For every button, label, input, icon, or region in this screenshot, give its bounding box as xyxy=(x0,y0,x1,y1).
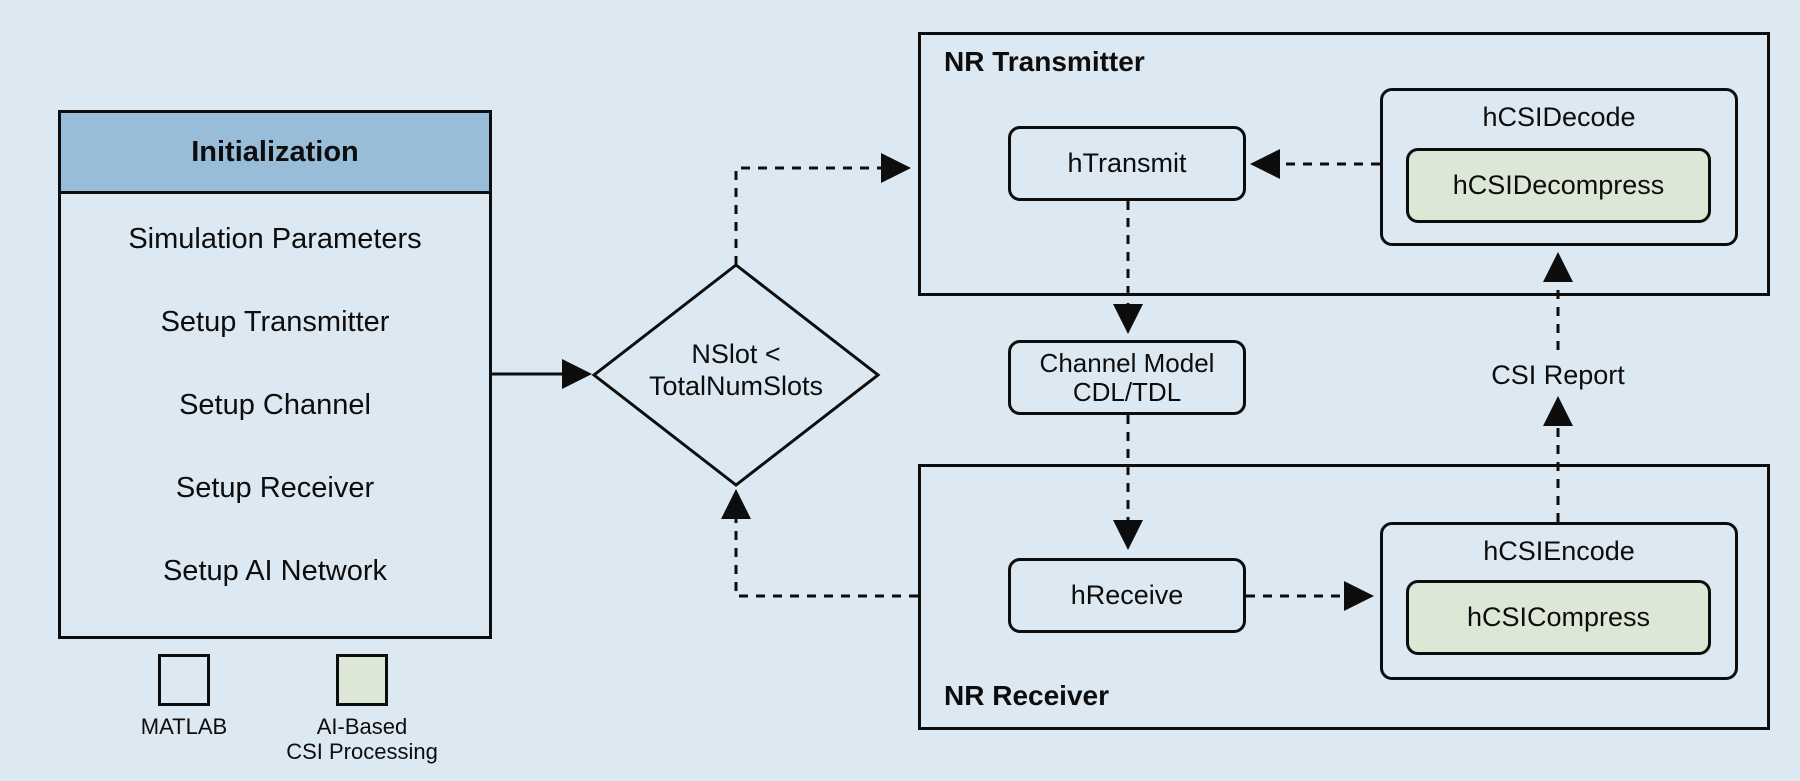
decision-diamond xyxy=(591,263,881,487)
legend-ai-label: AI-Based CSI Processing xyxy=(272,714,452,765)
channel-model-line2: CDL/TDL xyxy=(1072,376,1182,407)
hreceive-block: hReceive xyxy=(1008,558,1246,633)
init-item-simulation-parameters: Simulation Parameters xyxy=(128,223,422,255)
htransmit-block: hTransmit xyxy=(1008,126,1246,201)
legend-ai-swatch xyxy=(336,654,388,706)
decision-label-line1: NSlot < xyxy=(691,339,781,369)
decision-label-line2: TotalNumSlots xyxy=(648,371,824,402)
decision-label: NSlot < TotalNumSlots xyxy=(606,338,866,403)
hcsidecompress-block: hCSIDecompress xyxy=(1406,148,1711,223)
channel-model-line1: Channel Model xyxy=(1039,347,1215,378)
decision-to-transmitter-arrow xyxy=(734,153,911,265)
hcsidecode-label: hCSIDecode xyxy=(1482,102,1636,132)
init-item-setup-ai-network: Setup AI Network xyxy=(162,555,388,587)
csi-report-label: CSI Report xyxy=(1491,360,1625,390)
init-item-setup-transmitter: Setup Transmitter xyxy=(160,306,390,338)
legend-matlab-swatch xyxy=(158,654,210,706)
nr-receiver-title: NR Receiver xyxy=(944,680,1109,711)
init-item-setup-channel: Setup Channel xyxy=(179,389,371,421)
receiver-to-decision-arrow xyxy=(721,489,918,598)
initialization-panel: Initialization Simulation Parameters Set… xyxy=(58,110,492,639)
legend-ai-line1: AI-Based xyxy=(316,714,408,739)
nr-receiver-group xyxy=(918,464,1770,730)
nr-transmitter-group xyxy=(918,32,1770,296)
legend-ai-line2: CSI Processing xyxy=(286,739,438,765)
nr-transmitter-title: NR Transmitter xyxy=(944,46,1145,77)
legend-matlab-label: MATLAB xyxy=(140,714,228,739)
hcsicompress-block: hCSICompress xyxy=(1406,580,1711,655)
init-item-setup-receiver: Setup Receiver xyxy=(175,472,375,504)
initialization-header: Initialization xyxy=(61,113,489,194)
hcsiencode-label: hCSIEncode xyxy=(1483,536,1635,566)
channel-model-block: Channel Model CDL/TDL xyxy=(1008,340,1246,415)
